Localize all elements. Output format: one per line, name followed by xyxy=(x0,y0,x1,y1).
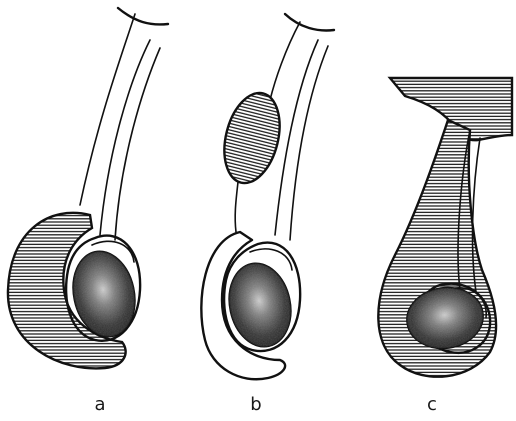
panel-c xyxy=(378,78,512,377)
panel-a-top-arc xyxy=(118,8,168,24)
panel-a-cord-line-3 xyxy=(115,48,160,240)
panel-a-label: a xyxy=(94,394,105,415)
panel-b-cord-line-2 xyxy=(275,40,318,235)
panel-b-top-arc xyxy=(285,14,334,30)
panel-b-cord-cyst xyxy=(216,87,289,189)
panel-b-cord-line-1 xyxy=(270,22,300,100)
panel-b-label: b xyxy=(250,394,261,415)
panel-b-cord-link xyxy=(235,182,238,232)
panel-b-cord-line-3 xyxy=(290,46,328,240)
panel-a xyxy=(8,8,168,368)
panel-b xyxy=(201,14,334,379)
panel-c-label: c xyxy=(427,394,437,415)
panel-a-cord-line-2 xyxy=(100,40,150,235)
